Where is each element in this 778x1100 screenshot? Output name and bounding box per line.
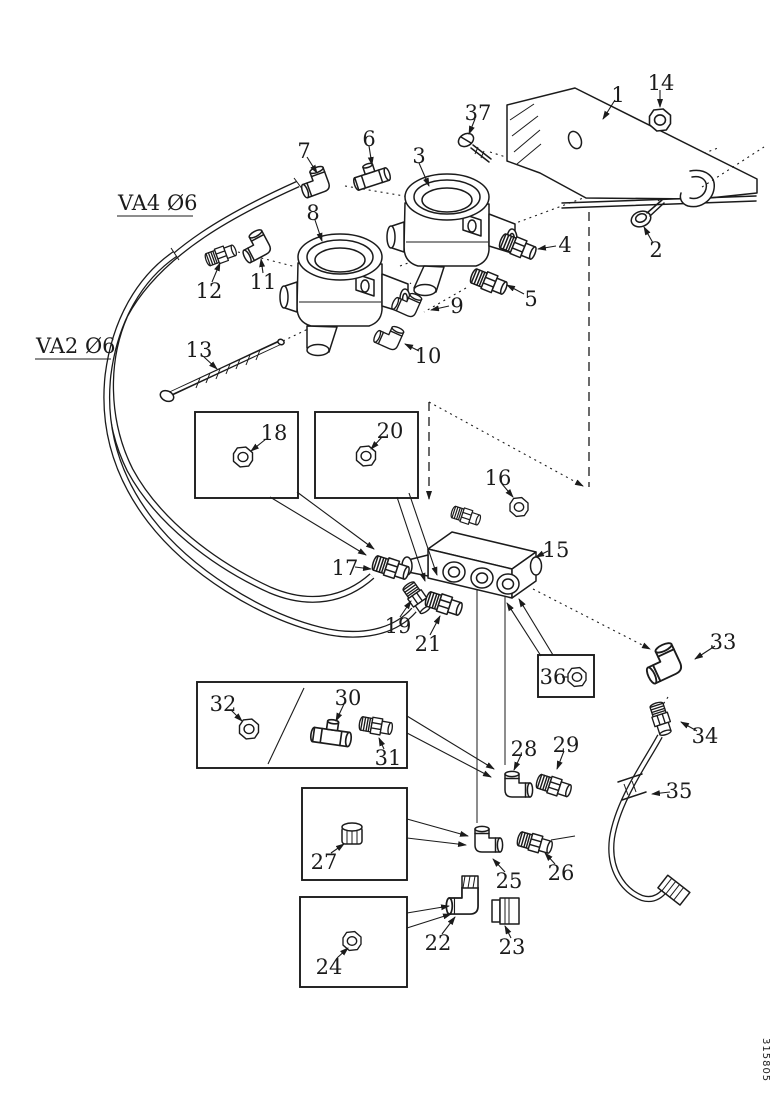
elbow-25	[474, 825, 504, 853]
part-callout-3: 3	[412, 144, 425, 168]
box-leader-lines	[269, 491, 554, 929]
tube-spec-label-1: VA2 Ø6	[35, 334, 116, 358]
union-21	[422, 588, 465, 619]
elbow-7	[295, 164, 332, 200]
elbow-10	[371, 319, 406, 352]
union-4	[496, 230, 539, 263]
part-callout-37: 37	[465, 101, 492, 125]
union-16-top	[449, 496, 529, 528]
elbow-33	[637, 640, 685, 686]
hook-clip	[679, 146, 765, 208]
bushing-27	[341, 822, 363, 845]
screw-13	[159, 338, 285, 403]
detail-box-18	[194, 411, 299, 499]
part-callout-7: 7	[297, 139, 310, 163]
part-callout-16: 16	[485, 466, 512, 490]
hose-threaded-tip	[657, 874, 691, 906]
part-callout-14: 14	[648, 71, 675, 95]
part-callout-5: 5	[524, 287, 537, 311]
nut-24	[342, 930, 362, 952]
part-callout-23: 23	[499, 935, 526, 959]
part-callout-21: 21	[415, 632, 442, 656]
tube-label-underline	[35, 215, 193, 360]
bolt-2	[630, 199, 665, 228]
tee-30	[309, 716, 355, 748]
part-callout-29: 29	[553, 733, 580, 757]
nut-32	[238, 718, 260, 740]
part-callout-32: 32	[210, 692, 237, 716]
union-26	[514, 829, 555, 857]
leader-26-ext	[550, 835, 576, 841]
tube-va2	[103, 247, 417, 638]
drop-lines	[476, 590, 506, 823]
part-callout-35: 35	[666, 779, 693, 803]
callout-leader-lines	[203, 90, 716, 959]
detail-box-20	[314, 411, 419, 499]
part-callout-9: 9	[450, 294, 463, 318]
part-callout-2: 2	[649, 238, 662, 262]
part-callout-18: 18	[261, 421, 288, 445]
part-callout-31: 31	[375, 746, 402, 770]
elbow-22	[445, 875, 479, 915]
threaded-stem-22	[461, 875, 479, 889]
document-number: 315805	[760, 1038, 771, 1082]
part-callout-1: 1	[611, 83, 624, 107]
detail-box-36	[537, 654, 595, 698]
elbow-28	[504, 770, 534, 798]
part-callout-36: 36	[540, 665, 567, 689]
part-callout-8: 8	[306, 201, 319, 225]
part-callout-28: 28	[511, 737, 538, 761]
nut-16	[509, 496, 529, 518]
part-callout-12: 12	[196, 279, 223, 303]
separator-slash	[267, 687, 305, 765]
screw-37	[457, 132, 492, 163]
valve-body-8	[279, 233, 411, 357]
part-callout-26: 26	[548, 861, 575, 885]
tube-spec-label-0: VA4 Ø6	[117, 191, 198, 215]
part-callout-4: 4	[558, 233, 571, 257]
union-31	[357, 714, 395, 738]
part-callout-13: 13	[186, 338, 213, 362]
part-callout-15: 15	[543, 538, 570, 562]
union-29	[533, 771, 574, 801]
union-5	[467, 265, 510, 298]
tee-6	[348, 157, 393, 192]
part-callout-10: 10	[415, 344, 442, 368]
nut-18	[232, 446, 254, 468]
part-callout-25: 25	[496, 869, 523, 893]
nut-20	[355, 445, 377, 467]
part-callout-30: 30	[335, 686, 362, 710]
part-callout-33: 33	[710, 630, 737, 654]
fitting-34	[647, 699, 675, 738]
nut-14	[648, 108, 672, 132]
part-callout-11: 11	[250, 270, 277, 294]
part-callout-17: 17	[332, 556, 359, 580]
manifold-15	[401, 531, 543, 599]
cap-23	[491, 897, 520, 925]
nut-36	[567, 666, 587, 688]
part-callout-24: 24	[316, 955, 343, 979]
elbow-11	[235, 227, 274, 265]
part-callout-20: 20	[377, 419, 404, 443]
detail-box-30	[196, 681, 408, 769]
part-callout-27: 27	[311, 850, 338, 874]
detail-box-27	[301, 787, 408, 881]
part-callout-22: 22	[425, 931, 452, 955]
hose-clamp-35	[617, 773, 647, 801]
hose-35	[608, 734, 691, 906]
bracket-1	[506, 87, 758, 209]
part-callout-6: 6	[362, 127, 375, 151]
part-callout-34: 34	[692, 724, 719, 748]
part-callout-19: 19	[385, 614, 412, 638]
detail-box-24	[299, 896, 408, 988]
union-12	[202, 241, 239, 269]
